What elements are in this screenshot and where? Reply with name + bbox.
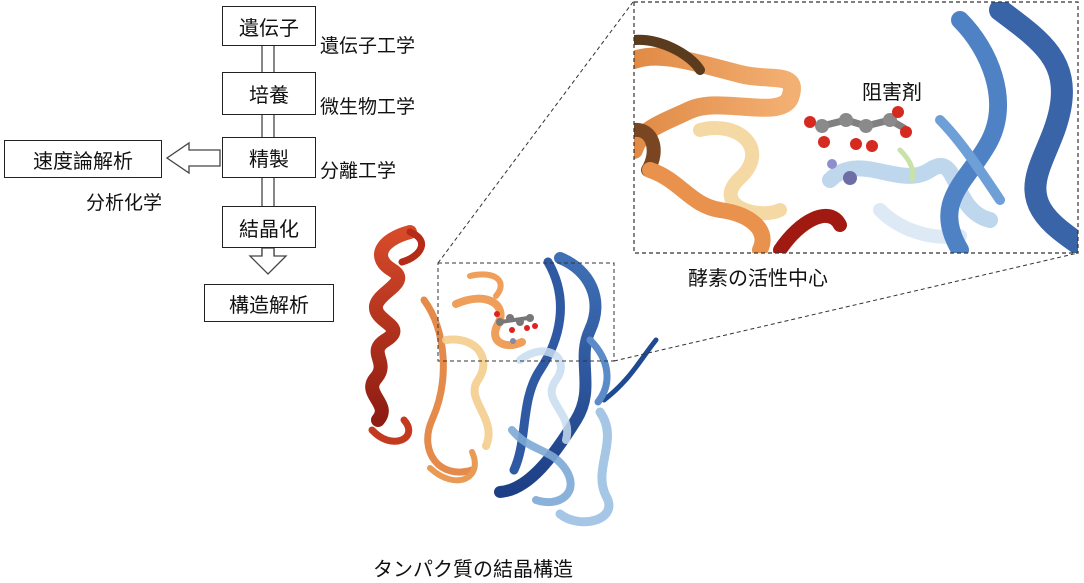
inhibitor-label: 阻害剤 <box>862 76 922 105</box>
active-site-caption: 酵素の活性中心 <box>688 262 828 291</box>
